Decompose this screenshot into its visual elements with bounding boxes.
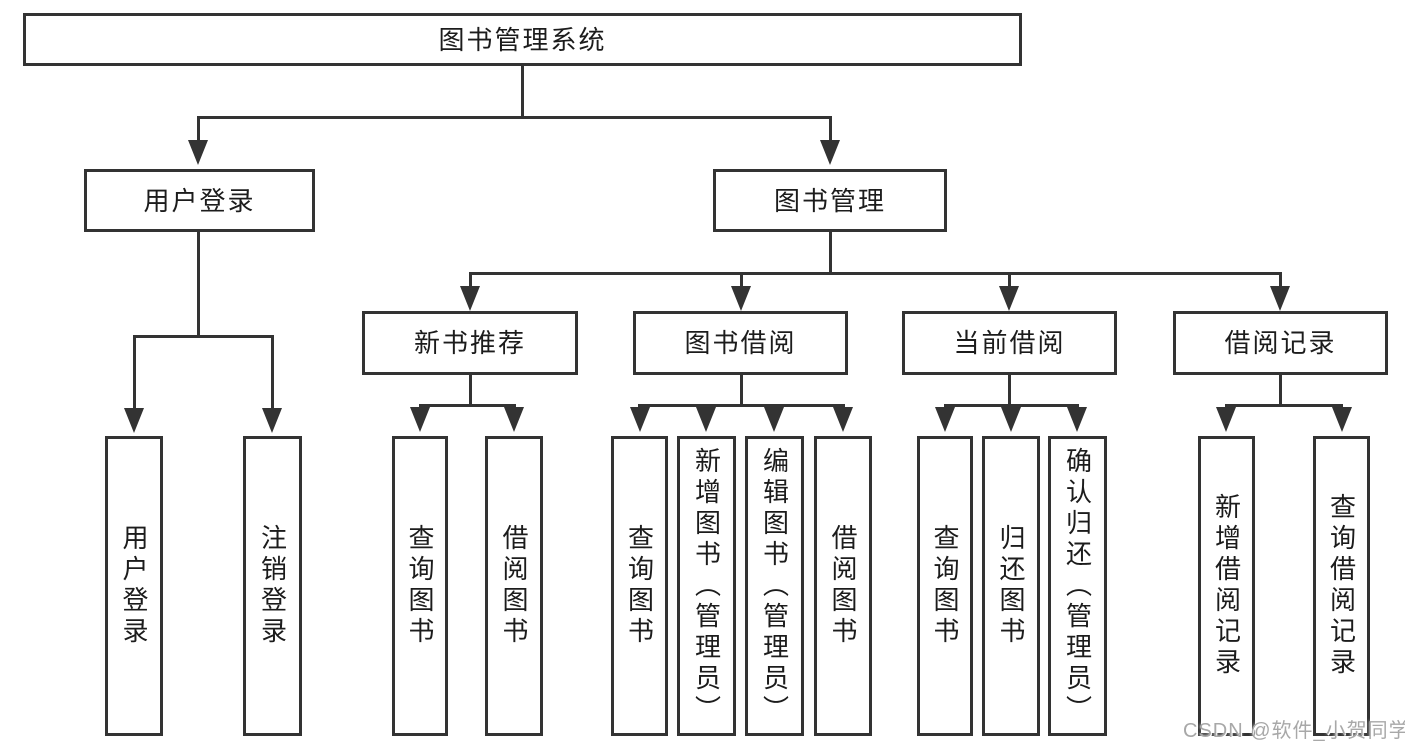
- leaf-add-borrow-record-label: 新增借阅记录: [1211, 493, 1242, 679]
- connector-management-trunk: [829, 230, 832, 275]
- connector-stem: [829, 116, 832, 142]
- connector-stem: [740, 272, 743, 287]
- connector-login-trunk: [197, 230, 200, 338]
- leaf-add-book-admin-label: 新增图书（管理员）: [691, 446, 722, 726]
- node-user-login: 用户登录: [84, 169, 315, 232]
- arrowhead-down: [188, 140, 208, 165]
- connector-leaf-split: [638, 404, 845, 407]
- connector-section-trunk: [740, 373, 743, 407]
- arrowhead-down: [410, 407, 430, 432]
- leaf-current-query-book: 查询图书: [917, 436, 973, 736]
- arrowhead-down: [124, 408, 144, 433]
- connector-stem: [197, 116, 200, 142]
- arrowhead-down: [764, 407, 784, 432]
- connector-stem: [271, 335, 274, 409]
- arrowhead-down: [262, 408, 282, 433]
- leaf-confirm-return-admin-label: 确认归还（管理员）: [1062, 446, 1093, 726]
- connector-stem: [469, 272, 472, 287]
- leaf-borrowing-borrow-book-label: 借阅图书: [828, 524, 858, 648]
- node-current-borrowing: 当前借阅: [902, 311, 1117, 375]
- leaf-add-borrow-record: 新增借阅记录: [1198, 436, 1255, 736]
- connector-root-trunk: [521, 64, 524, 119]
- connector-leaf-split: [419, 404, 516, 407]
- node-root-label: 图书管理系统: [438, 24, 607, 55]
- node-new-book-recommend: 新书推荐: [362, 311, 578, 375]
- node-book-borrowing-label: 图书借阅: [684, 328, 797, 358]
- arrowhead-down: [1270, 286, 1290, 311]
- leaf-current-query-book-label: 查询图书: [930, 524, 960, 648]
- csdn-watermark: CSDN @软件_小贺同学: [1183, 720, 1405, 742]
- leaf-edit-book-admin-label: 编辑图书（管理员）: [759, 446, 790, 726]
- connector-stem: [133, 335, 136, 409]
- leaf-logout-label: 注销登录: [257, 524, 288, 648]
- leaf-borrowing-query-book: 查询图书: [611, 436, 668, 736]
- connector-login-split: [133, 335, 274, 338]
- connector-section-trunk: [1008, 373, 1011, 407]
- arrowhead-down: [820, 140, 840, 165]
- connector-stem: [1008, 272, 1011, 287]
- arrowhead-down: [833, 407, 853, 432]
- node-book-management-label: 图书管理: [773, 185, 886, 216]
- leaf-user-login-label: 用户登录: [119, 524, 149, 648]
- node-book-borrowing: 图书借阅: [633, 311, 848, 375]
- arrowhead-down: [1067, 407, 1087, 432]
- node-current-borrowing-label: 当前借阅: [953, 328, 1066, 358]
- leaf-logout: 注销登录: [243, 436, 302, 736]
- leaf-borrowing-query-book-label: 查询图书: [624, 524, 655, 648]
- leaf-confirm-return-admin: 确认归还（管理员）: [1048, 436, 1107, 736]
- arrowhead-down: [1216, 407, 1236, 432]
- node-user-login-label: 用户登录: [143, 185, 256, 216]
- connector-level3-split: [469, 272, 1282, 275]
- arrowhead-down: [1001, 407, 1021, 432]
- arrowhead-down: [1332, 407, 1352, 432]
- leaf-recommend-query-book-label: 查询图书: [405, 524, 435, 648]
- leaf-user-login: 用户登录: [105, 436, 163, 736]
- arrowhead-down: [460, 286, 480, 311]
- connector-leaf-split: [1225, 404, 1343, 407]
- node-new-book-recommend-label: 新书推荐: [413, 328, 526, 358]
- arrowhead-down: [630, 407, 650, 432]
- leaf-return-book: 归还图书: [982, 436, 1040, 736]
- connector-leaf-split: [944, 404, 1079, 407]
- connector-section-trunk: [469, 373, 472, 407]
- leaf-add-book-admin: 新增图书（管理员）: [677, 436, 736, 736]
- connector-level1-split: [197, 116, 832, 119]
- leaf-return-book-label: 归还图书: [996, 524, 1026, 648]
- connector-section-trunk: [1279, 373, 1282, 407]
- leaf-recommend-query-book: 查询图书: [392, 436, 448, 736]
- leaf-query-borrow-record: 查询借阅记录: [1313, 436, 1370, 736]
- node-root-system: 图书管理系统: [23, 13, 1022, 66]
- leaf-edit-book-admin: 编辑图书（管理员）: [745, 436, 804, 736]
- arrowhead-down: [731, 286, 751, 311]
- leaf-recommend-borrow-book: 借阅图书: [485, 436, 543, 736]
- node-book-management: 图书管理: [713, 169, 947, 232]
- arrowhead-down: [999, 286, 1019, 311]
- leaf-recommend-borrow-book-label: 借阅图书: [499, 524, 529, 648]
- connector-stem: [1279, 272, 1282, 287]
- node-borrow-records-label: 借阅记录: [1224, 328, 1337, 358]
- arrowhead-down: [504, 407, 524, 432]
- arrowhead-down: [935, 407, 955, 432]
- leaf-query-borrow-record-label: 查询借阅记录: [1326, 493, 1357, 679]
- leaf-borrowing-borrow-book: 借阅图书: [814, 436, 872, 736]
- arrowhead-down: [696, 407, 716, 432]
- node-borrow-records: 借阅记录: [1173, 311, 1388, 375]
